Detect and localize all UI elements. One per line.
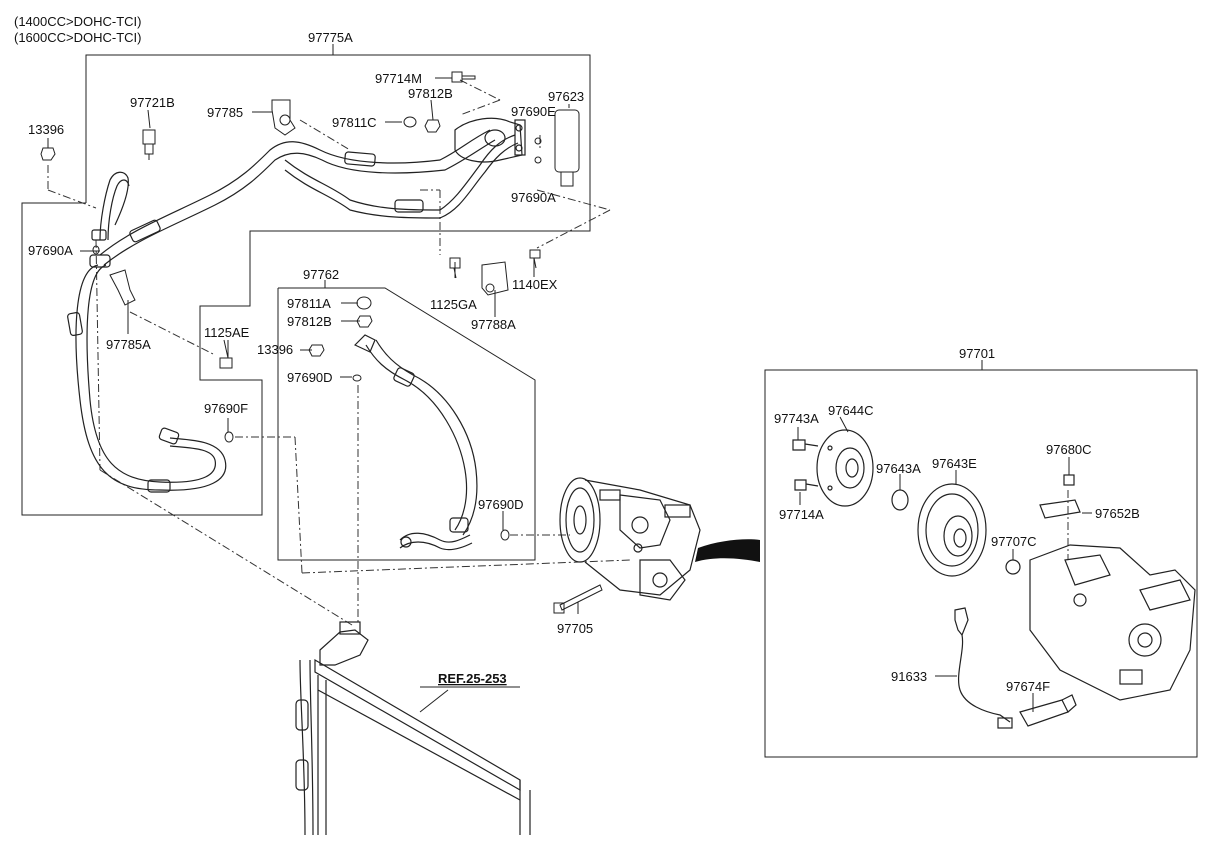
sensor-97721b: [142, 129, 156, 160]
group-97701-label[interactable]: 97701: [959, 346, 996, 361]
oring-97690a-top: [534, 156, 542, 164]
part-label-97707c[interactable]: 97707C: [991, 534, 1037, 549]
engine-note-2: (1600CC>DOHC-TCI): [14, 30, 142, 45]
compressor-exploded: [792, 429, 1196, 729]
compressor-installed: [559, 477, 701, 601]
engine-note-1: (1400CC>DOHC-TCI): [14, 14, 142, 29]
part-label-97652b[interactable]: 97652B: [1095, 506, 1140, 521]
part-label-97812b-mid[interactable]: 97812B: [287, 314, 332, 329]
group-97775a-label[interactable]: 97775A: [308, 30, 353, 45]
bracket-97788a: [481, 261, 509, 296]
bolt-97714m: [451, 71, 476, 83]
part-label-97690f[interactable]: 97690F: [204, 401, 249, 416]
part-label-97674f[interactable]: 97674F: [1006, 679, 1051, 694]
part-label-13396-left[interactable]: 13396: [28, 122, 65, 137]
part-label-91633[interactable]: 91633: [891, 669, 928, 684]
block-fitting: [454, 117, 526, 163]
bracket-97785a: [109, 269, 136, 306]
part-label-97680c[interactable]: 97680C: [1046, 442, 1092, 457]
oring-97690d-right: [500, 529, 510, 541]
oring-97690e: [534, 137, 542, 145]
part-label-13396-mid[interactable]: 13396: [257, 342, 294, 357]
part-label-97811c[interactable]: 97811C: [332, 115, 377, 130]
part-label-97788a[interactable]: 97788A: [471, 317, 516, 332]
part-label-97721b[interactable]: 97721B: [130, 95, 175, 110]
clamp-97785: [271, 99, 296, 136]
part-label-97785a[interactable]: 97785A: [106, 337, 151, 352]
cap-97811c: [403, 116, 417, 128]
oring-97690d-mid: [352, 374, 362, 382]
part-label-97812b-top[interactable]: 97812B: [408, 86, 453, 101]
bolt-97705: [553, 584, 603, 614]
part-label-97690d-mid[interactable]: 97690D: [287, 370, 333, 385]
part-label-97690e[interactable]: 97690E: [511, 104, 556, 119]
nut-13396-left: [40, 147, 56, 161]
part-label-97705[interactable]: 97705: [557, 621, 594, 636]
part-label-97714a[interactable]: 97714A: [779, 507, 824, 522]
part-label-97643e[interactable]: 97643E: [932, 456, 977, 471]
oring-97690f: [224, 431, 234, 443]
part-label-1140ex[interactable]: 1140EX: [512, 277, 558, 292]
part-label-97643a[interactable]: 97643A: [876, 461, 921, 476]
cap-97811a: [356, 296, 372, 310]
part-label-97743a[interactable]: 97743A: [774, 411, 819, 426]
group-97762-label[interactable]: 97762: [303, 267, 340, 282]
reference-label[interactable]: REF.25-253: [438, 671, 507, 686]
suction-hose: [67, 129, 519, 493]
oring-97690a-left: [92, 245, 100, 255]
condenser: [295, 621, 531, 836]
part-label-97714m[interactable]: 97714M: [375, 71, 422, 86]
discharge-hose: [353, 334, 478, 551]
compressor-group-box: [764, 369, 1198, 758]
receiver-drier-97623: [554, 109, 580, 187]
part-label-1125ga[interactable]: 1125GA: [430, 297, 477, 312]
part-label-1125ae[interactable]: 1125AE: [204, 325, 250, 340]
nut-97812b-mid: [356, 315, 373, 328]
part-label-97785[interactable]: 97785: [207, 105, 244, 120]
discharge-hose-group-outline: [277, 287, 536, 561]
nut-97812b-top: [424, 119, 441, 133]
part-label-97690a-left[interactable]: 97690A: [28, 243, 73, 258]
part-label-97623[interactable]: 97623: [548, 89, 585, 104]
part-label-97811a[interactable]: 97811A: [287, 296, 331, 311]
part-label-97644c[interactable]: 97644C: [828, 403, 874, 418]
nut-13396-mid: [308, 344, 325, 357]
bolt-1125ga: [449, 257, 461, 279]
suction-hose-group-outline: [21, 54, 591, 516]
detail-arrow: [695, 539, 760, 562]
bolt-1125ae: [219, 339, 233, 369]
part-label-97690a-top[interactable]: 97690A: [511, 190, 556, 205]
part-label-97690d-right[interactable]: 97690D: [478, 497, 524, 512]
bolt-1140ex: [529, 249, 541, 269]
